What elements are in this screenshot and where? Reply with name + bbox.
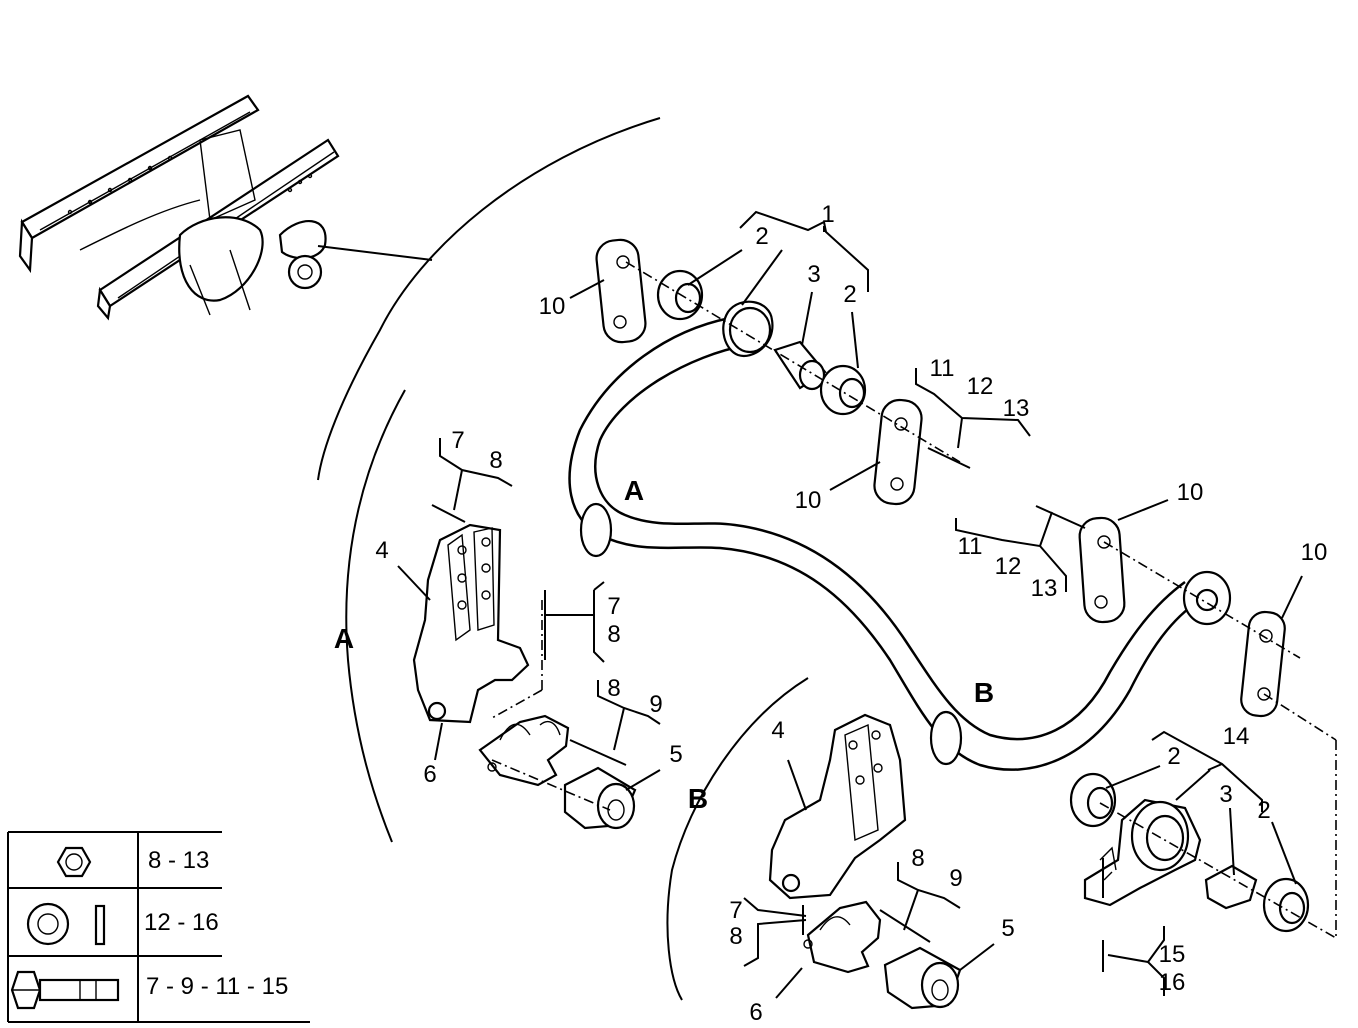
bracket-14-assembly: [1069, 772, 1337, 972]
callout-6: 6: [749, 999, 762, 1026]
callout-2: 2: [755, 223, 768, 250]
callout-5: 5: [669, 741, 682, 768]
bracket-b-assembly: [768, 713, 962, 1010]
callout-9: 9: [649, 691, 662, 718]
callout-3: 3: [1219, 781, 1232, 808]
callout-16: 16: [1159, 969, 1186, 996]
right-end-parts: [1035, 505, 1337, 940]
view-a-inner-arc: [345, 389, 406, 843]
bracket-a-assembly: [412, 504, 637, 830]
fastener-legend: 8 - 13 12 - 16 7 - 9 - 11 - 15: [7, 831, 310, 1023]
callout-9: 9: [949, 865, 962, 892]
callout-5: 5: [1001, 915, 1014, 942]
callout-labels: 1 2 3 2 10 11 12 13 10 A 7 8 4 A 7 8 6 8…: [334, 201, 1327, 1026]
callout-11: 11: [958, 533, 983, 560]
callout-10: 10: [539, 293, 566, 320]
view-a-marker: A: [624, 475, 644, 506]
callout-8: 8: [729, 923, 742, 950]
leader-lines: [397, 210, 1303, 999]
callout-8: 8: [607, 675, 620, 702]
callout-14: 14: [1223, 723, 1250, 750]
top-end-parts: [595, 238, 971, 506]
callout-11: 11: [930, 355, 955, 382]
callout-4: 4: [771, 717, 784, 744]
callout-7: 7: [451, 427, 464, 454]
legend-washer-parts: 12 - 16: [144, 909, 219, 936]
callout-6: 6: [423, 761, 436, 788]
callout-13: 13: [1031, 575, 1058, 602]
view-a-label: A: [334, 623, 354, 654]
callout-10: 10: [1301, 539, 1328, 566]
view-a-boundary-arc: [317, 117, 661, 481]
chassis-inset-illustration: [18, 94, 433, 321]
callout-7: 7: [729, 897, 742, 924]
callout-8: 8: [911, 845, 924, 872]
callout-7: 7: [607, 593, 620, 620]
legend-nut-parts: 8 - 13: [148, 847, 209, 874]
callout-12: 12: [967, 373, 994, 400]
view-b-arc: [666, 677, 809, 1001]
callout-2: 2: [1167, 743, 1180, 770]
callout-3: 3: [807, 261, 820, 288]
callout-4: 4: [375, 537, 388, 564]
callout-10: 10: [1177, 479, 1204, 506]
view-b-marker: B: [974, 677, 994, 708]
bolt-icon: [10, 970, 120, 1010]
callout-2: 2: [1257, 797, 1270, 824]
stabilizer-bar: [568, 300, 1232, 771]
legend-bolt-parts: 7 - 9 - 11 - 15: [146, 973, 288, 1000]
callout-8: 8: [607, 621, 620, 648]
callout-12: 12: [995, 553, 1022, 580]
callout-13: 13: [1003, 395, 1030, 422]
washer-icon: [26, 902, 106, 946]
callout-15: 15: [1159, 941, 1186, 968]
view-b-label: B: [688, 783, 708, 814]
callout-8: 8: [489, 447, 502, 474]
callout-10: 10: [795, 487, 822, 514]
callout-2: 2: [843, 281, 856, 308]
hex-nut-icon: [56, 846, 92, 878]
callout-1: 1: [821, 201, 834, 228]
